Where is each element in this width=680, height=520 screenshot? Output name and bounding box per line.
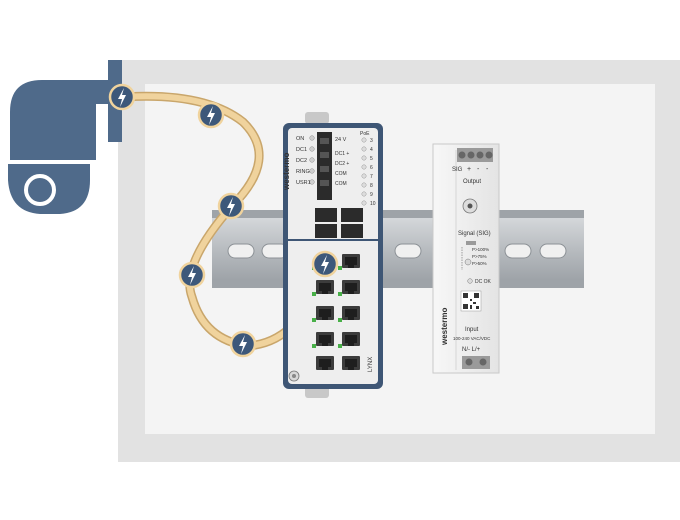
status-led-label: DC1	[296, 147, 307, 153]
psu-input-terminals-block	[462, 356, 490, 369]
terminal-label: DC2 +	[335, 161, 349, 167]
status-led	[309, 135, 315, 141]
port-number: 9	[370, 192, 373, 198]
psu-terminal-symbol: -	[477, 166, 480, 173]
camera-icon	[8, 60, 122, 214]
psu-input-spec: 100-240 VAC/VDC	[453, 336, 491, 341]
status-led	[309, 157, 315, 163]
psu-terminal-symbol: +	[467, 166, 471, 173]
psu-sig-label: SIG	[452, 167, 463, 173]
status-led-label: DC2	[296, 158, 307, 164]
status-leds: ON DC1 DC2 RING USR1	[296, 135, 315, 186]
terminal-label: COM	[335, 171, 347, 177]
psu-dc-ok: DC OK	[475, 279, 492, 285]
qr-code	[460, 290, 482, 312]
poe-power-icon	[108, 83, 136, 111]
terminal-label: DC1 +	[335, 151, 349, 157]
port-number: 5	[370, 156, 373, 162]
gear-icon	[288, 370, 300, 382]
psu-level: P>75%	[472, 254, 487, 259]
status-led-label: ON	[296, 136, 304, 142]
psu-level: P>100%	[472, 247, 489, 252]
psu-terminal-symbol: -	[486, 166, 489, 173]
switch-brand: westermo	[282, 153, 291, 191]
psu-output-terminals	[457, 148, 493, 162]
poe-power-icon	[229, 330, 257, 358]
power-voltage: 24 V	[335, 137, 347, 143]
status-led	[309, 179, 315, 185]
psu-body	[432, 143, 500, 374]
status-led-label: RING	[296, 169, 310, 175]
poe-cable	[119, 91, 328, 351]
psu-input-label: Input	[465, 327, 479, 333]
uplink-ports	[315, 208, 363, 238]
port-number: 6	[370, 165, 373, 171]
poe-badges	[108, 83, 339, 358]
port-number: 3	[370, 138, 373, 144]
poe-power-icon	[178, 261, 206, 289]
psu-input-terminals: N/- L/+	[462, 347, 481, 353]
psu-brand: westermo	[440, 308, 449, 346]
status-led-label: USR1	[296, 180, 311, 186]
poe-power-icon	[311, 250, 339, 278]
poe-header: PoE	[360, 131, 370, 137]
poe-power-icon	[197, 101, 225, 129]
psu-signal-label: Signal (SIG)	[458, 231, 491, 237]
power-supply: SIG + - - Output Signal (SIG) P>100% P>7…	[432, 143, 500, 374]
port-leds: 3 4 5 6 7 8 9 10	[361, 137, 376, 207]
psu-output-label: Output	[463, 179, 481, 185]
dc-ok-led	[467, 278, 473, 284]
status-led	[309, 168, 315, 174]
port-number: 8	[370, 183, 373, 189]
din-rail	[212, 210, 584, 288]
status-led	[309, 146, 315, 152]
terminal-label: COM	[335, 181, 347, 187]
port-number: 4	[370, 147, 373, 153]
adjust-knob[interactable]	[462, 198, 478, 214]
port-number: 7	[370, 174, 373, 180]
psu-level: P>50%	[472, 261, 487, 266]
port-number: 10	[370, 201, 376, 207]
switch-model: LYNX	[368, 357, 374, 372]
poe-power-icon	[217, 192, 245, 220]
